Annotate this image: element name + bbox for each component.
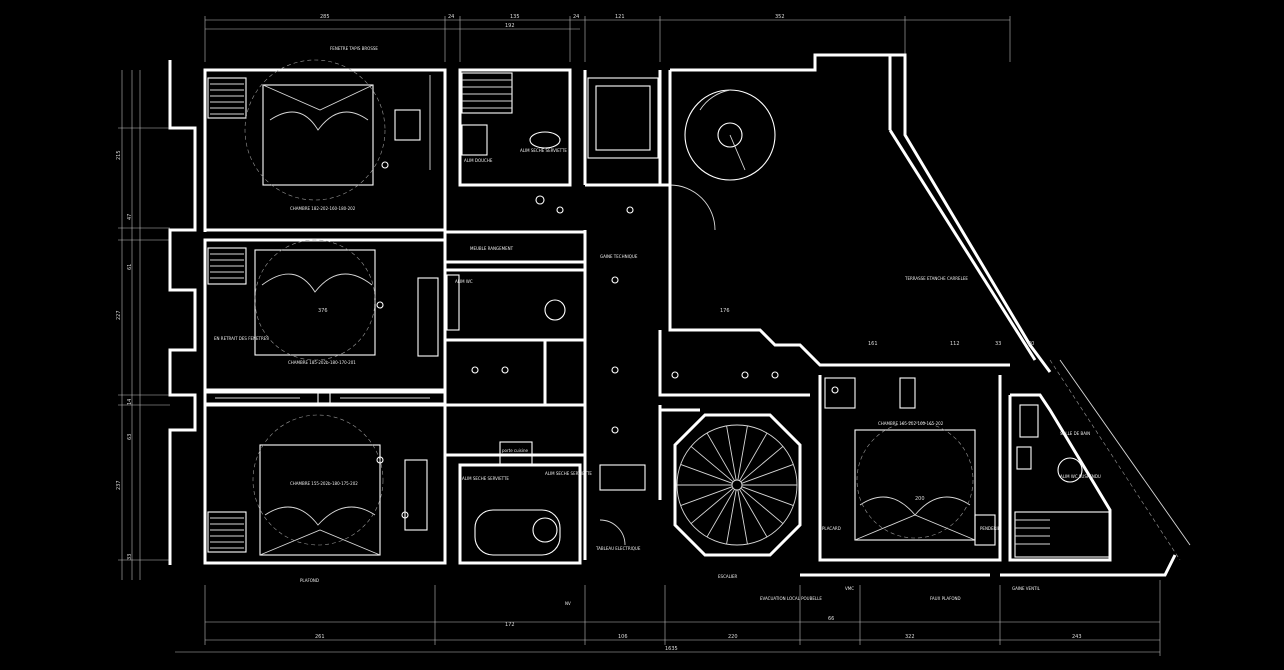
dim-192: 192	[505, 23, 515, 29]
label-fenetre-top: FENETRE TAPIS BROSSE	[330, 46, 378, 51]
dim-285: 285	[320, 14, 330, 20]
label-alim-wc-suspendu: ALIM WC SUSPENDU	[1060, 474, 1101, 479]
stair-tread	[739, 489, 768, 538]
dim-106: 106	[618, 634, 628, 640]
dim-200: 200	[915, 496, 925, 502]
dim-63: 63	[127, 434, 133, 440]
label-faux-plafond: FAUX PLAFOND	[930, 596, 961, 601]
bottom-dimension-chain: 261 172 106 220 66 322 243 1635	[175, 580, 1161, 656]
label-tableau: TABLEAU ELECTRIQUE	[595, 546, 641, 551]
dim-14: 14	[127, 399, 133, 405]
stair-tread	[680, 486, 733, 506]
dim-61: 61	[127, 264, 133, 270]
label-vmc: VMC	[845, 586, 854, 591]
label-penderie: PENDERIE	[980, 526, 1000, 531]
dim-352: 352	[775, 14, 785, 20]
dim-237: 237	[116, 480, 122, 490]
spiral-staircase: ESCALIER	[658, 405, 802, 579]
electrical-points	[376, 161, 839, 519]
dim-total: 1635	[665, 646, 678, 652]
dim-322: 322	[905, 634, 915, 640]
dim-172: 172	[505, 622, 515, 628]
label-nv: NV	[565, 601, 571, 606]
label-douche2: ALIM SECHE SERVIETTE	[520, 148, 567, 153]
terrace: TERRASSE ETANCHE CARRELEE 176 161 112 33…	[658, 70, 1034, 397]
stair-tread	[740, 446, 784, 483]
bedroom-1: CHAMBRE 182-202-160-180-202 FENETRE TAPI…	[203, 46, 447, 232]
bedroom-3: CHAMBRE 155-202b-180-175-202	[203, 403, 447, 565]
dim-220: 220	[728, 634, 738, 640]
stair-tread	[737, 489, 748, 545]
room-label-chambre3: CHAMBRE 155-202b-180-175-202	[290, 481, 358, 486]
bottom-annotations: EVACUATION LOCAL POUBELLE VMC FAUX PLAFO…	[300, 578, 1041, 606]
label-gaine-ventil: GAINE VENTIL	[1012, 586, 1041, 591]
stair-tread	[741, 464, 794, 484]
label-gaine: GAINE TECHNIQUE	[600, 254, 638, 259]
right-bathroom: ALIM WC SUSPENDU SALLE DE BAIN	[1008, 393, 1112, 562]
dim-112: 112	[950, 341, 960, 347]
dim-176: 176	[720, 308, 730, 314]
stair-tread	[737, 425, 748, 481]
stair-tread	[740, 487, 784, 524]
stair-tread	[706, 489, 735, 538]
label-meuble: MEUBLE RANGEMENT	[470, 246, 514, 251]
corridor-band	[203, 390, 447, 406]
label-porte-cuisine: porte cuisine	[502, 448, 529, 453]
dim-33i: 33	[995, 341, 1001, 347]
stair-tread	[706, 432, 735, 481]
dim-33: 33	[127, 554, 133, 560]
label-plafond-note: PLAFOND	[300, 578, 319, 583]
central-corridor: GAINE TECHNIQUE TABLEAU ELECTRIQUE	[583, 70, 716, 560]
stair-tread	[726, 425, 737, 481]
dim-161: 161	[868, 341, 878, 347]
label-escalier: ESCALIER	[718, 574, 738, 579]
dim-261: 261	[315, 634, 325, 640]
dim-24: 24	[448, 14, 454, 20]
exterior-walls	[168, 53, 1191, 577]
stair-tread	[726, 489, 737, 545]
top-dimension-chain: 285 24 135 24 121 352 192	[204, 14, 1011, 62]
dim-135: 135	[510, 14, 520, 20]
label-sdb: SALLE DE BAIN	[1060, 431, 1090, 436]
stair-tread	[690, 487, 734, 524]
label-seche: ALIM SECHE SERVIETTE	[462, 476, 509, 481]
label-terrasse: TERRASSE ETANCHE CARRELEE	[904, 276, 968, 281]
label-douche: ALIM DOUCHE	[464, 158, 493, 163]
label-placard: PLACARD	[822, 526, 841, 531]
bedroom-2: CHAMBRE 185-202b-180-170-201 376 EN RETR…	[203, 238, 447, 392]
left-dimension-chain: 215 47 227 237 61 63 14 33	[116, 70, 170, 580]
center-bath-block: ALIM DOUCHE ALIM SECHE SERVIETTE MEUBLE …	[443, 68, 592, 565]
dim-121: 121	[615, 14, 625, 20]
stair-tread	[741, 486, 794, 506]
stair-tread	[739, 432, 768, 481]
label-lavabo: ALIM SECHE SERVIETTE	[545, 471, 592, 476]
room-label-chambre2: CHAMBRE 185-202b-180-170-201	[288, 360, 356, 365]
bedroom-4: CHAMBRE 165-202-160-165-202 200 PLACARD …	[818, 375, 1002, 562]
label-note-left: EN RETRAIT DES FENETRES	[214, 336, 269, 341]
label-wc: ALIM WC	[455, 279, 473, 284]
room-label-chambre4: CHAMBRE 165-202-160-165-202	[878, 421, 944, 426]
dim-66: 66	[828, 616, 834, 622]
dim-376: 376	[318, 308, 328, 314]
dim-243: 243	[1072, 634, 1082, 640]
stair-tread	[680, 464, 733, 484]
dim-215: 215	[116, 150, 122, 160]
dim-227: 227	[116, 310, 122, 320]
dim-80: 80	[1028, 341, 1034, 347]
dim-47: 47	[127, 214, 133, 220]
dim-24b: 24	[573, 14, 579, 20]
label-evacuation: EVACUATION LOCAL POUBELLE	[760, 596, 822, 601]
room-label-chambre1: CHAMBRE 182-202-160-180-202	[290, 206, 356, 211]
stair-tread	[690, 446, 734, 483]
